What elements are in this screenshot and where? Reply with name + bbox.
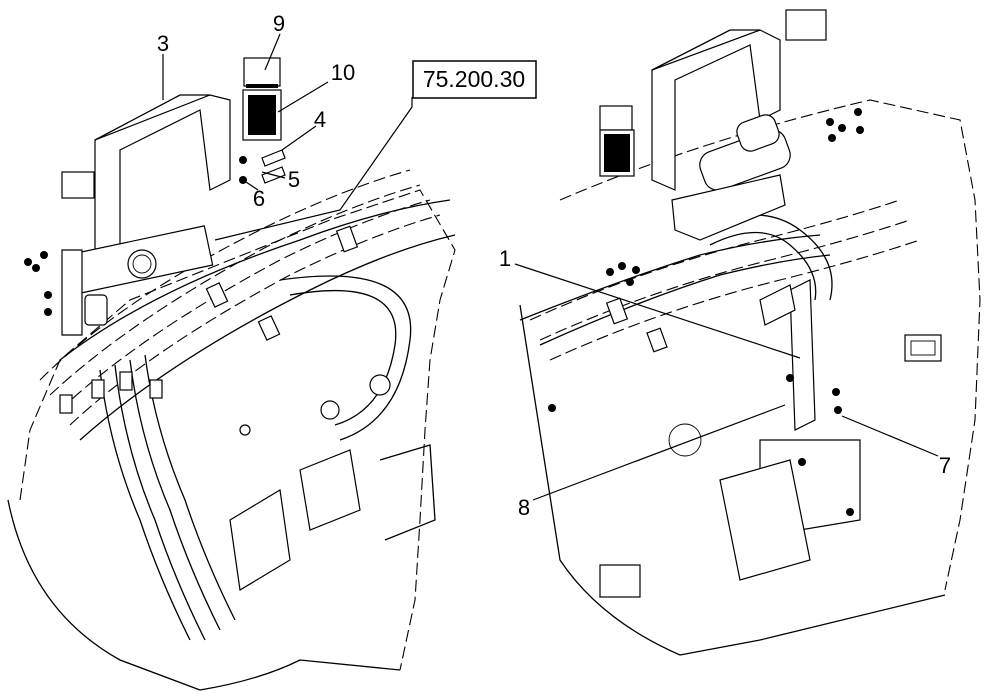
left-assembly: [7, 57, 456, 691]
callout-7: 7: [939, 453, 951, 478]
callout-8: 8: [518, 495, 530, 520]
callouts: 3 9 10 4 5 6 1 8 7: [157, 11, 951, 520]
right-assembly: [519, 9, 981, 656]
leader-lines: [162, 33, 939, 501]
reference-box-label: 75.200.30: [423, 66, 525, 92]
callout-10: 10: [331, 60, 355, 85]
decal-10-grid: [248, 95, 276, 135]
reference-box: 75.200.30: [412, 60, 537, 99]
callout-6: 6: [253, 186, 265, 211]
callout-9: 9: [273, 11, 285, 36]
callout-4: 4: [314, 107, 326, 132]
callout-5: 5: [288, 167, 300, 192]
callout-3: 3: [157, 31, 169, 56]
callout-1: 1: [499, 246, 511, 271]
